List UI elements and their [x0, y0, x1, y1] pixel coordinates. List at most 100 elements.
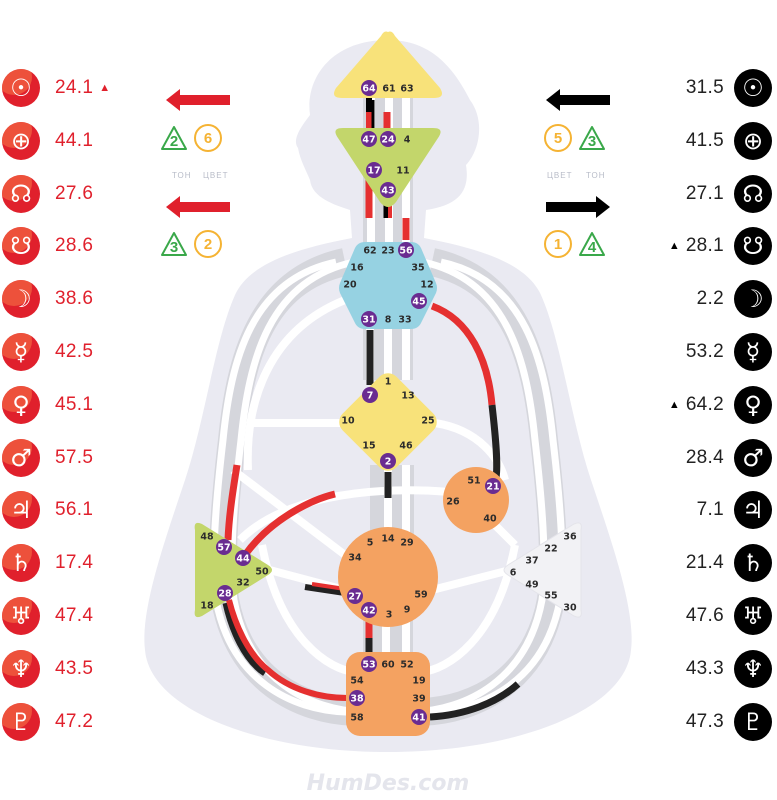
personality-planet-neptune: 43.3♆	[612, 649, 772, 689]
active-gate-marker	[485, 478, 501, 494]
gate-number: 30	[563, 603, 577, 614]
gate-number: 41	[412, 713, 425, 724]
planet-value: 45.1	[55, 393, 94, 415]
active-gate-marker	[362, 387, 378, 403]
mars-icon: ♂	[2, 438, 40, 477]
active-gate-marker	[380, 131, 396, 147]
gate-28: 28	[217, 585, 233, 601]
gate-number: 60	[381, 660, 395, 671]
gate-number: 10	[341, 416, 355, 427]
personality-planet-jupiter: 7.1♃	[612, 490, 772, 530]
gate-number: 52	[400, 660, 413, 671]
design-variable-top: 2 6	[160, 124, 222, 152]
gate-number: 15	[362, 441, 375, 452]
channel-45-21-design	[430, 302, 496, 406]
gate-15: 15	[362, 441, 375, 452]
planet-value: 64.2	[685, 393, 724, 415]
venus-icon: ♀	[734, 385, 772, 424]
personality-planet-moon: 2.2☽	[612, 279, 772, 319]
south-node-icon: ☋	[734, 227, 772, 266]
design-planet-uranus: ♅47.4	[2, 596, 105, 636]
gate-39: 39	[412, 694, 425, 705]
gate-9: 9	[404, 605, 411, 616]
design-planet-saturn: ♄17.4	[2, 543, 105, 583]
planet-value: 27.6	[55, 182, 94, 204]
planet-value: 28.1	[685, 235, 724, 257]
gate-number: 28	[218, 589, 232, 600]
planet-value: 44.1	[55, 129, 94, 151]
gate-1: 1	[385, 377, 392, 388]
gate-25: 25	[421, 416, 434, 427]
active-channels	[222, 95, 521, 721]
gate-26: 26	[446, 497, 460, 508]
gate-number: 4	[404, 135, 411, 146]
gate-number: 34	[348, 553, 362, 564]
personality-planet-pluto: 47.3♇	[612, 702, 772, 742]
gate-6: 6	[510, 568, 517, 579]
exalted-marker-icon: ▲	[668, 398, 680, 411]
channel-44-26-design	[242, 490, 336, 558]
planet-value: 24.1	[55, 77, 94, 98]
gate-number: 44	[236, 554, 250, 565]
planet-value: 53.2	[685, 341, 724, 362]
gate-number: 36	[563, 532, 577, 543]
channel-28-38-personality	[222, 602, 268, 676]
gate-number: 20	[343, 280, 357, 291]
color-label: ЦВЕТ	[547, 171, 573, 180]
gate-number: 9	[404, 605, 411, 616]
tone-label: ТОН	[172, 171, 192, 180]
center-solar-plexus	[503, 522, 582, 618]
gate-number: 47	[362, 135, 375, 146]
gate-number: 18	[200, 601, 214, 612]
color-badge: 5	[544, 124, 572, 152]
personality-variable-bottom: 1 4	[544, 230, 606, 258]
gate-number: 19	[412, 676, 425, 687]
active-gate-marker	[361, 311, 377, 327]
personality-planet-saturn: 21.4 ♄	[612, 543, 772, 583]
active-gate-marker	[361, 602, 377, 618]
gate-number: 29	[400, 538, 413, 549]
gate-number: 54	[350, 676, 364, 687]
gate-35: 35	[411, 263, 424, 274]
gate-63: 63	[400, 84, 413, 95]
sun-icon: ☉	[734, 69, 772, 107]
gate-number: 43	[381, 186, 394, 197]
personality-planet-mercury: 53.2☿	[612, 332, 772, 372]
gate-61: 61	[382, 84, 395, 95]
active-gate-marker	[361, 80, 377, 96]
gate-number: 62	[363, 246, 376, 257]
planet-value: 43.3	[685, 657, 724, 679]
planet-value: 21.4	[685, 552, 724, 574]
gate-21: 21	[485, 478, 501, 494]
tone-badge: 3	[160, 231, 188, 257]
watermark: HumDes.com	[307, 771, 470, 796]
gate-31: 31	[361, 311, 377, 327]
planet-value: 43.5	[55, 657, 94, 679]
sun-icon: ☉	[2, 69, 40, 107]
planet-value: 47.3	[685, 710, 724, 732]
planet-value: 56.1	[55, 499, 94, 521]
saturn-icon: ♄	[734, 544, 772, 583]
planet-value: 47.6	[685, 605, 724, 626]
personality-variable-top: 5 3	[544, 124, 606, 152]
jupiter-icon: ♃	[2, 491, 40, 530]
planet-value: 17.4	[55, 552, 94, 574]
exalted-marker-icon: ▲	[99, 82, 111, 94]
gate-14: 14	[381, 534, 395, 545]
gate-number: 12	[420, 280, 433, 291]
gate-57: 57	[216, 539, 232, 555]
gate-4: 4	[404, 135, 411, 146]
center-ajna	[335, 128, 441, 207]
gate-40: 40	[483, 514, 497, 525]
gate-62: 62	[363, 246, 376, 257]
center-root	[346, 652, 430, 736]
gate-38: 38	[349, 690, 365, 706]
gate-49: 49	[525, 580, 538, 591]
color-badge: 1	[544, 230, 572, 258]
pluto-icon: ♇	[2, 702, 40, 741]
mars-icon: ♂	[734, 438, 772, 477]
channel-57-design	[224, 464, 241, 541]
active-gate-marker	[235, 550, 251, 566]
center-throat	[339, 242, 437, 329]
